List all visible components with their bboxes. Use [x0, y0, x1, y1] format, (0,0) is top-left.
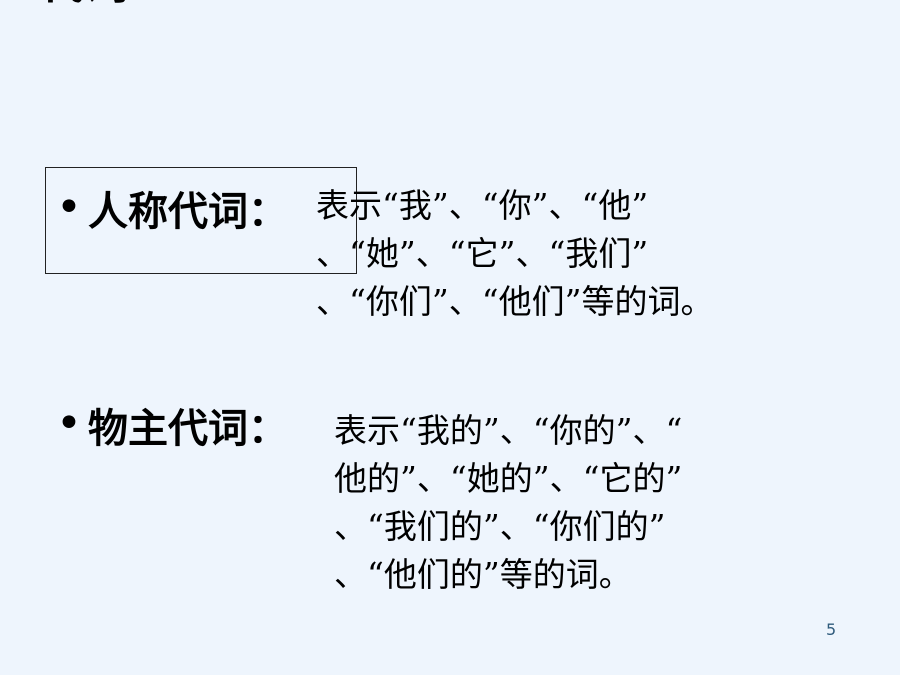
- desc-line: 、“她”、“它”、“我们”: [316, 234, 649, 273]
- bullet-icon: •: [56, 182, 82, 233]
- desc-possessive-pronoun: 表示“我的”、“你的”、“ 他的”、“她的”、“它的” 、“我们的”、“你们的”…: [334, 407, 682, 599]
- desc-personal-pronoun: 表示“我”、“你”、“他” 、“她”、“它”、“我们” 、“你们”、“他们”等的…: [316, 182, 713, 326]
- bullet-icon: •: [56, 398, 82, 449]
- desc-line: 表示“我”、“你”、“他”: [316, 186, 649, 225]
- slide-title-clip: 代词: [40, 0, 380, 6]
- slide-title: 代词: [40, 0, 380, 6]
- term-personal-pronoun: 人称代词：: [88, 189, 288, 235]
- desc-line: 他的”、“她的”、“它的”: [334, 459, 683, 498]
- desc-line: 、“他们的”等的词。: [334, 555, 632, 594]
- term-highlight-box: [45, 167, 357, 274]
- term-possessive-pronoun: 物主代词：: [88, 406, 288, 452]
- desc-line: 、“我们的”、“你们的”: [334, 507, 666, 546]
- desc-line: 、“你们”、“他们”等的词。: [316, 282, 714, 321]
- desc-line: 表示“我的”、“你的”、“: [334, 411, 683, 450]
- page-number: 5: [826, 620, 837, 639]
